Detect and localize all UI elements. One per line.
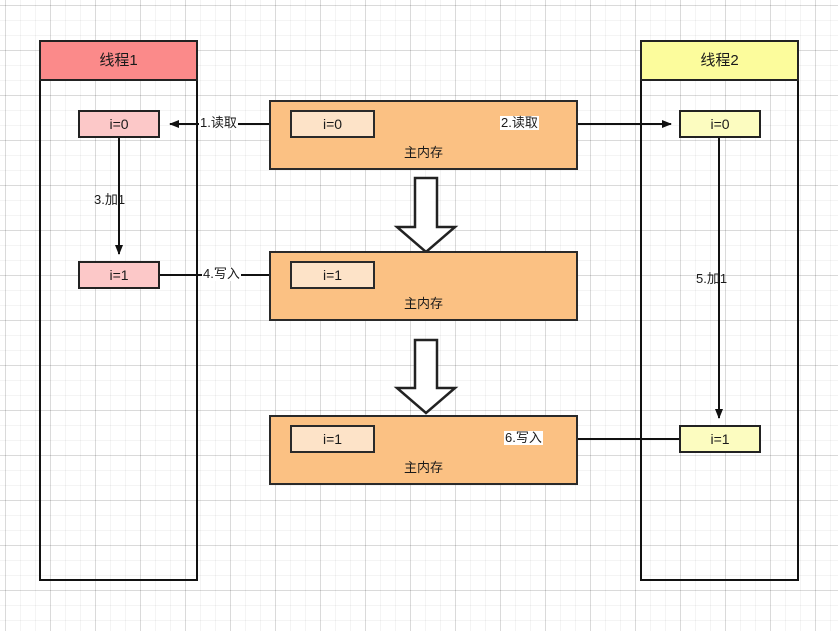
thread1-header-label: 线程1: [99, 52, 138, 69]
main-memory-2-value: i=1: [322, 267, 343, 283]
thread2-box-i0-label: i=0: [710, 116, 730, 132]
main-memory-2-value-box: i=1: [290, 261, 375, 289]
main-memory-2-caption: 主内存: [403, 296, 443, 311]
thread1-box-i1-label: i=1: [109, 267, 129, 283]
edge-label-read1: 1.读取: [199, 115, 238, 131]
block-arrow-down-1: [393, 176, 459, 254]
main-memory-1-value-box: i=0: [290, 110, 375, 138]
thread2-box-i0: i=0: [679, 110, 761, 138]
thread2-box-i1: i=1: [679, 425, 761, 453]
main-memory-3-value-box: i=1: [290, 425, 375, 453]
thread2-header-label: 线程2: [700, 52, 739, 69]
block-arrow-down-2: [393, 338, 459, 415]
thread2-header: 线程2: [640, 40, 799, 81]
thread1-add-label: 3.加1: [94, 192, 126, 207]
main-memory-1-value: i=0: [322, 116, 343, 132]
thread1-box-i1: i=1: [78, 261, 160, 289]
thread1-box-i0-label: i=0: [109, 116, 129, 132]
thread1-box-i0: i=0: [78, 110, 160, 138]
main-memory-1-caption: 主内存: [403, 145, 443, 160]
thread2-add-label: 5.加1: [696, 271, 728, 286]
thread2-box-i1-label: i=1: [710, 431, 730, 447]
thread1-header: 线程1: [39, 40, 198, 81]
edge-label-write6: 6.写入: [504, 430, 543, 446]
edge-label-write4: 4.写入: [202, 266, 241, 282]
main-memory-3-value: i=1: [322, 431, 343, 447]
edge-label-read2: 2.读取: [500, 115, 539, 131]
main-memory-3-caption: 主内存: [403, 460, 443, 475]
